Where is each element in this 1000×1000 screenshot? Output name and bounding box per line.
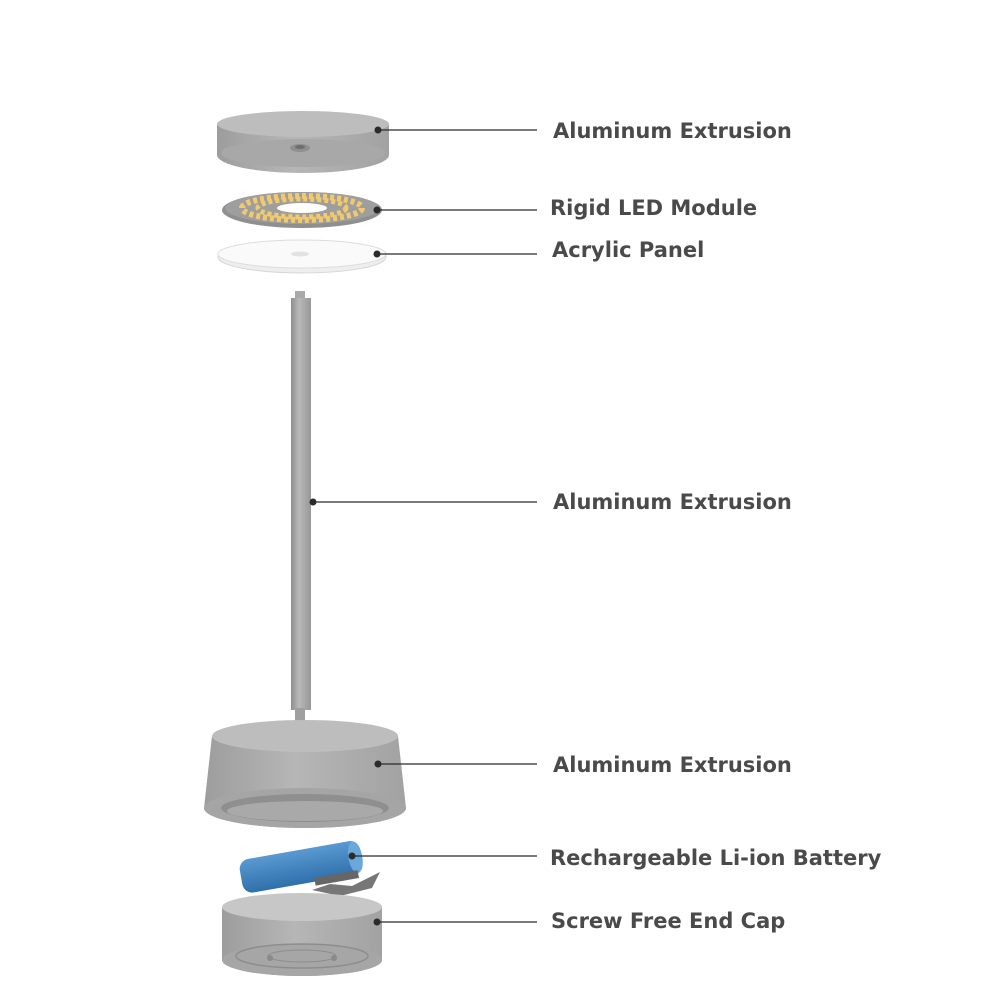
acrylic-panel (217, 239, 387, 274)
battery (239, 841, 380, 896)
leader-line-base-housing (374, 760, 537, 768)
leader-line-led-module (373, 206, 537, 214)
top-cap (217, 111, 389, 173)
label-base-aluminum-extrusion: Aluminum Extrusion (553, 753, 792, 777)
leader-lines (309, 126, 537, 926)
leader-line-rod (309, 498, 537, 506)
label-acrylic-panel: Acrylic Panel (552, 238, 705, 262)
label-screw-free-end-cap: Screw Free End Cap (551, 909, 786, 933)
rod (291, 291, 311, 722)
label-rechargeable-battery: Rechargeable Li-ion Battery (550, 846, 882, 870)
label-rigid-led-module: Rigid LED Module (550, 196, 758, 220)
leader-line-end-cap (373, 918, 537, 926)
label-rod-aluminum-extrusion: Aluminum Extrusion (553, 490, 792, 514)
led-module (222, 192, 382, 228)
leader-line-battery (348, 852, 537, 860)
label-top-aluminum-extrusion: Aluminum Extrusion (553, 119, 792, 143)
end-cap (222, 893, 382, 976)
base-housing (204, 720, 406, 828)
leader-line-top-cap (374, 126, 537, 134)
leader-line-acrylic-panel (373, 250, 537, 258)
